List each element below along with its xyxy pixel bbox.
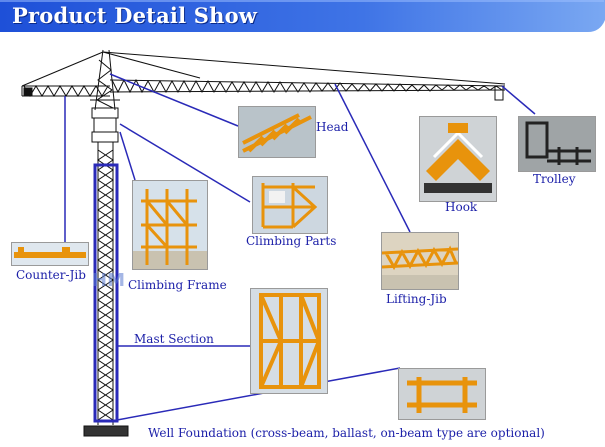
- climbing-parts-label: Climbing Parts: [246, 234, 337, 248]
- lifting-jib-photo: [381, 232, 459, 290]
- head-callout: [109, 73, 239, 127]
- lifting-jib-drawing: [102, 51, 506, 101]
- hook-photo: [419, 116, 497, 202]
- title-banner: Product Detail Show: [0, 0, 605, 32]
- mast-drawing: [97, 142, 114, 425]
- mast-section-label: Mast Section: [134, 332, 214, 346]
- page-title: Product Detail Show: [12, 3, 258, 28]
- watermark-logo: HM: [92, 270, 125, 291]
- counter-jib-label: Counter-Jib: [16, 268, 86, 282]
- climbing-frame-label: Climbing Frame: [128, 278, 227, 292]
- crane-head-drawing: [90, 49, 120, 143]
- lifting-jib-callout: [334, 83, 411, 233]
- lifting-jib-label: Lifting-Jib: [386, 292, 447, 306]
- trolley-label: Trolley: [533, 172, 576, 186]
- climbing-frame-photo: [132, 180, 208, 270]
- head-label: Head: [316, 120, 349, 134]
- climbing-frame-callout: [119, 131, 136, 181]
- banner-background: [0, 0, 605, 32]
- hook-label: Hook: [445, 200, 478, 214]
- counter-jib-drawing: [21, 51, 110, 97]
- trolley-callout: [501, 85, 536, 115]
- climbing-parts-photo: [252, 176, 328, 234]
- counter-jib-photo: [11, 242, 89, 266]
- mast-section-photo: [250, 288, 328, 394]
- well-foundation-label: Well Foundation (cross-beam, ballast, on…: [148, 426, 545, 440]
- climbing-parts-callout: [119, 123, 251, 203]
- crane-base-drawing: [83, 425, 129, 437]
- trolley-photo: [518, 116, 596, 172]
- well-foundation-callout: [116, 367, 401, 421]
- mast-section-highlight: [93, 163, 119, 423]
- head-photo: [238, 106, 316, 158]
- well-foundation-photo: [398, 368, 486, 420]
